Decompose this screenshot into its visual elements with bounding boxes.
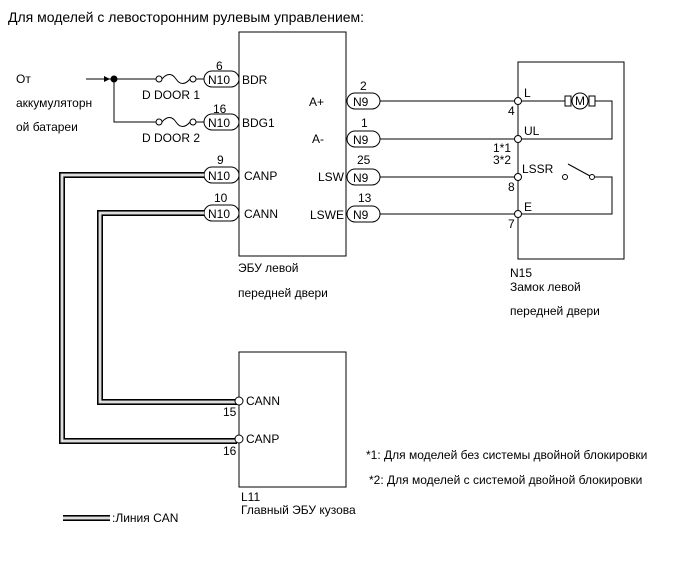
- arrow-icon: [104, 76, 110, 82]
- svg-text:9: 9: [217, 153, 224, 167]
- svg-text:BDR: BDR: [242, 73, 268, 87]
- body-ecu-pin-cann-number: 15: [223, 405, 237, 419]
- fuse-d-door-2: [114, 117, 204, 127]
- svg-text:M: M: [575, 94, 585, 108]
- lock-pin-E-number: 7: [508, 217, 515, 231]
- svg-text:16: 16: [213, 102, 227, 116]
- footnote-1: *1: Для моделей без системы двойной блок…: [366, 448, 647, 462]
- body-ecu-name: Главный ЭБУ кузова: [241, 503, 356, 517]
- svg-text:6: 6: [216, 59, 223, 73]
- lock-pin-UL-number-alt: 3*2: [493, 153, 511, 167]
- door-lock-box: [517, 61, 625, 260]
- connector-n10-pin10: 10 N10 CANN: [203, 191, 278, 222]
- svg-text:LSWE: LSWE: [310, 208, 344, 222]
- svg-text:A+: A+: [309, 95, 324, 109]
- door-ecu-name-1: ЭБУ левой: [238, 261, 298, 275]
- lock-switch-circuit: [521, 163, 613, 215]
- footnote-2: *2: Для моделей с системой двойной блоки…: [369, 473, 642, 487]
- svg-text:2: 2: [360, 79, 367, 93]
- svg-text:CANP: CANP: [244, 169, 277, 183]
- motor-circuit: M: [521, 92, 613, 140]
- fuse-label-1: D DOOR 1: [142, 88, 200, 102]
- svg-text:N9: N9: [353, 95, 369, 109]
- lock-pin-LSSR-signal: LSSR: [522, 162, 554, 176]
- lock-pin-UL-number: 1*1: [493, 141, 511, 155]
- svg-text:N9: N9: [353, 171, 369, 185]
- svg-text:10: 10: [214, 191, 228, 205]
- door-lock-name-1: Замок левой: [510, 280, 581, 294]
- motor-icon: [571, 92, 589, 110]
- body-ecu-terminal-15: [234, 396, 244, 406]
- svg-text:N10: N10: [208, 169, 230, 183]
- door-lock-name-2: передней двери: [510, 304, 600, 318]
- door-lock-code: N15: [510, 266, 532, 280]
- battery-label-line3: ой батареи: [16, 120, 78, 134]
- battery-label-line1: От: [16, 72, 31, 86]
- svg-text:N9: N9: [353, 133, 369, 147]
- switch-icon: [567, 163, 591, 177]
- svg-text:LSW: LSW: [318, 170, 345, 184]
- svg-text:BDG1: BDG1: [242, 116, 275, 130]
- svg-text:A-: A-: [312, 132, 324, 146]
- lock-pin-L-signal: L: [524, 86, 531, 100]
- connector-n9-pin2: A+ 2 N9: [309, 79, 515, 110]
- connector-n10-pin9: 9 N10 CANP: [203, 153, 277, 184]
- fuse-d-door-1: [155, 74, 204, 84]
- legend-can-line-label: :Линия CAN: [112, 511, 178, 525]
- lock-pin-L-number: 4: [508, 104, 515, 118]
- connector-n9-pin25: LSW 25 N9: [318, 153, 515, 186]
- battery-label-line2: аккумуляторн: [16, 96, 92, 110]
- svg-text:13: 13: [358, 191, 372, 205]
- body-ecu-box: [238, 351, 347, 488]
- body-ecu-terminal-16: [234, 434, 244, 444]
- svg-text:N10: N10: [208, 207, 230, 221]
- fuse-label-2: D DOOR 2: [142, 131, 200, 145]
- lock-pin-UL-signal: UL: [524, 124, 540, 138]
- svg-text:CANN: CANN: [244, 207, 278, 221]
- door-ecu-box: [238, 31, 347, 257]
- svg-text:N10: N10: [208, 73, 230, 87]
- connector-n9-pin13: LSWE 13 N9: [310, 191, 515, 223]
- body-ecu-code: L11: [241, 490, 260, 504]
- can-line-cann: [97, 210, 237, 405]
- svg-text:25: 25: [357, 153, 371, 167]
- lock-pin-E-signal: E: [524, 200, 532, 214]
- body-ecu-pin-canp-number: 16: [223, 444, 237, 458]
- svg-text:1: 1: [361, 116, 368, 130]
- connector-n10-pin6: 6 N10 BDR: [203, 59, 268, 88]
- svg-text:N9: N9: [353, 208, 369, 222]
- connector-n10-pin16: 16 N10 BDG1: [203, 102, 275, 131]
- can-line-canp: [59, 172, 237, 444]
- connector-n9-pin1: A- 1 N9: [312, 116, 515, 148]
- body-ecu-pin-cann-signal: CANN: [246, 394, 280, 408]
- diagram-title: Для моделей с левосторонним рулевым упра…: [8, 9, 364, 25]
- body-ecu-pin-canp-signal: CANP: [246, 432, 279, 446]
- lock-pin-LSSR-number: 8: [508, 180, 515, 194]
- door-ecu-name-2: передней двери: [238, 286, 328, 300]
- svg-text:N10: N10: [208, 116, 230, 130]
